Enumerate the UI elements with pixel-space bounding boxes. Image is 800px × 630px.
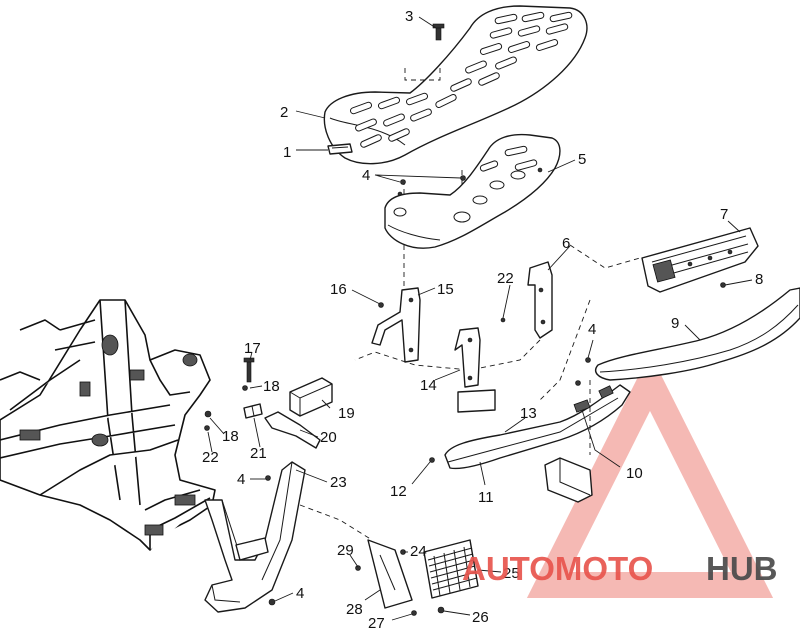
watermark-text-part2: HUB [706, 550, 778, 587]
callout-23: 23 [330, 474, 347, 491]
part-rail-11 [444, 384, 631, 470]
callout-28: 28 [346, 601, 363, 618]
part-bolts-4-top [397, 175, 466, 197]
callout-4-left: 4 [237, 471, 245, 488]
callout-26: 26 [472, 609, 489, 626]
leader-lines [207, 16, 753, 621]
callout-20: 20 [320, 429, 337, 446]
callout-5: 5 [578, 151, 586, 168]
part-bolt-17 [243, 357, 255, 383]
callout-25: 25 [503, 565, 520, 582]
callout-13: 13 [520, 405, 537, 422]
part-nut-22-left [204, 425, 210, 431]
part-bracket-28 [367, 539, 413, 609]
part-grille-7 [641, 227, 759, 293]
callouts: 3 2 1 4 5 6 7 8 9 4 10 11 12 13 14 15 16… [202, 8, 763, 630]
callout-24: 24 [410, 543, 427, 560]
part-bolt-4-left [265, 475, 271, 481]
part-bracket-1 [327, 143, 353, 155]
callout-4-right: 4 [588, 321, 596, 338]
callout-4-top: 4 [362, 167, 370, 184]
callout-10: 10 [626, 465, 643, 482]
callout-16: 16 [330, 281, 347, 298]
part-support-plate-5 [384, 133, 561, 249]
part-chassis-frame [0, 299, 216, 551]
callout-8: 8 [755, 271, 763, 288]
lamp-lens-grid [427, 546, 478, 597]
part-screw-27 [411, 610, 417, 616]
callout-7: 7 [720, 206, 728, 223]
part-washer-18-left [204, 410, 212, 418]
part-bolt-4-bottom [268, 598, 276, 606]
part-bolt-4-right-top [585, 357, 591, 363]
callout-14: 14 [420, 377, 437, 394]
callout-2: 2 [280, 104, 288, 121]
callout-4-bottom: 4 [296, 585, 304, 602]
part-footrest-top-2 [323, 5, 588, 165]
callout-22-left: 22 [202, 449, 219, 466]
part-lamp-25 [423, 539, 479, 599]
part-box-19 [289, 377, 333, 417]
callout-27: 27 [368, 615, 385, 630]
callout-29: 29 [337, 542, 354, 559]
part-clamp-21 [243, 403, 263, 419]
part-bracket-15 [371, 287, 421, 363]
part-screw-4-right [575, 380, 581, 386]
callout-15: 15 [437, 281, 454, 298]
part-screw-3 [432, 23, 445, 41]
watermark-text: AUTOMOTO HUB [462, 550, 778, 587]
part-screw-8 [720, 282, 726, 288]
callout-11: 11 [478, 489, 494, 506]
watermark-triangle [526, 353, 774, 598]
callout-1: 1 [283, 144, 291, 161]
part-bolt-22-right [500, 317, 506, 323]
callout-17: 17 [244, 340, 261, 357]
part-bracket-14 [454, 327, 496, 413]
callout-18-right: 18 [263, 378, 280, 395]
watermark-logo [526, 353, 774, 598]
part-bumper-9 [594, 287, 800, 381]
callout-3: 3 [405, 8, 413, 25]
part-bolt-12 [429, 457, 435, 463]
part-bracket-6 [527, 261, 553, 339]
part-post-10 [544, 457, 593, 503]
callout-18-left: 18 [222, 428, 239, 445]
part-nut-18-right [242, 385, 248, 391]
part-screw-29 [355, 565, 361, 571]
callout-21: 21 [250, 445, 267, 462]
callout-19: 19 [338, 405, 355, 422]
callout-9: 9 [671, 315, 679, 332]
part-towbar-23 [204, 461, 306, 613]
callout-6: 6 [562, 235, 570, 252]
part-nut-26 [437, 606, 445, 614]
callout-22-right: 22 [497, 270, 514, 287]
part-arm-20 [264, 411, 321, 449]
callout-12: 12 [390, 483, 407, 500]
watermark-text-part1: AUTOMOTO [462, 550, 653, 587]
